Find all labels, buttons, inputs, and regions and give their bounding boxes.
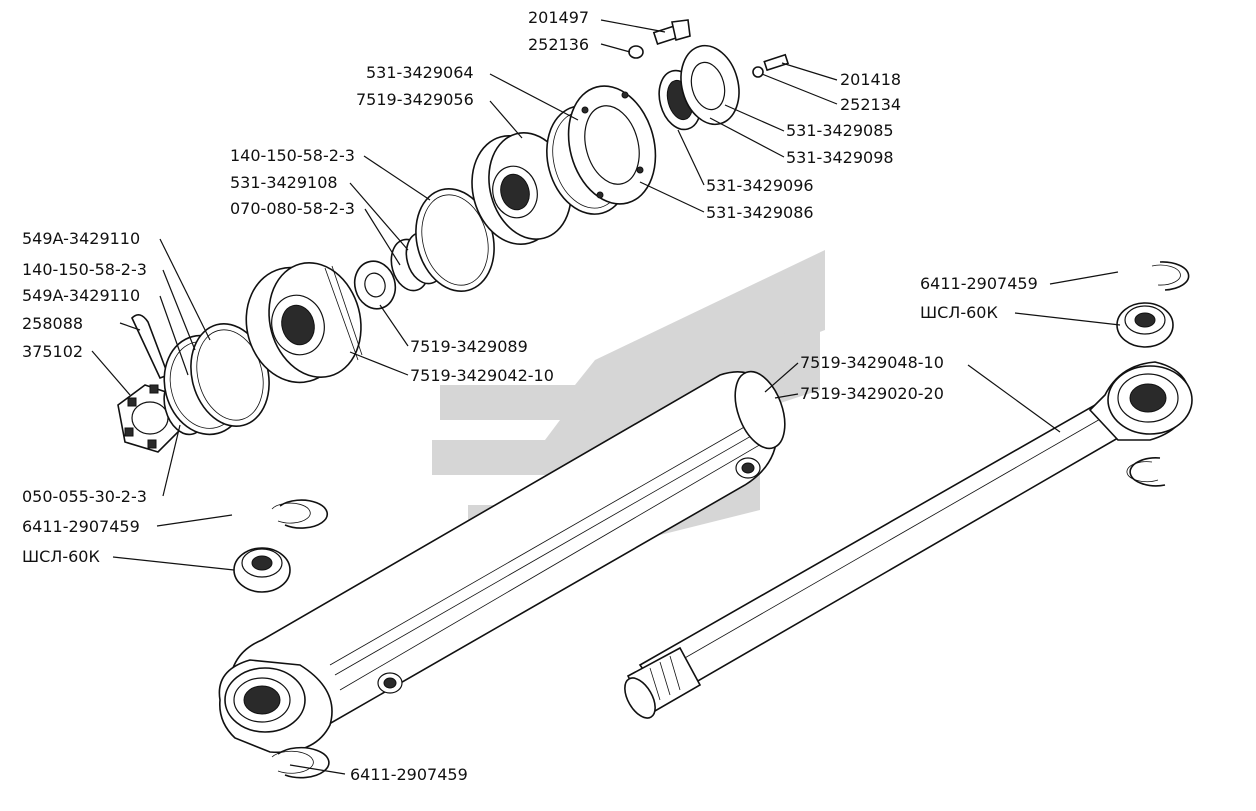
snap-ring-right-top	[1151, 261, 1190, 291]
label-252136: 252136	[528, 35, 589, 54]
spacer-washer	[353, 260, 397, 310]
label-7519-3429056: 7519-3429056	[356, 90, 474, 109]
piston-rod	[624, 403, 1120, 719]
label-531-3429086: 531-3429086	[706, 203, 814, 222]
label-6411-2907459-bottom: 6411-2907459	[350, 765, 468, 784]
leader-lines	[91, 19, 1121, 775]
cotter-pin	[131, 314, 170, 380]
washer-large	[628, 45, 644, 59]
label-6411-2907459-left: 6411-2907459	[22, 517, 140, 536]
label-201497: 201497	[528, 8, 589, 27]
snap-ring-left	[271, 499, 329, 529]
label-375102: 375102	[22, 342, 83, 361]
label-shsl-60k-left: ШСЛ-60К	[22, 547, 100, 566]
bolt-large	[652, 19, 691, 46]
label-7519-3429042-10: 7519-3429042-10	[410, 366, 554, 385]
bolt-small	[763, 53, 790, 72]
label-549a-3429110-b: 549A-3429110	[22, 286, 140, 305]
ball-joint-left	[233, 547, 291, 593]
label-258088: 258088	[22, 314, 83, 333]
ball-joint-right	[1116, 302, 1174, 348]
rod-eye	[1088, 361, 1193, 441]
label-6411-2907459-right: 6411-2907459	[920, 274, 1038, 293]
label-7519-3429020-20: 7519-3429020-20	[800, 384, 944, 403]
label-549a-3429110-a: 549A-3429110	[22, 229, 140, 248]
label-140-150-58-2-3-a: 140-150-58-2-3	[230, 146, 355, 165]
snap-ring-right-bottom	[1126, 457, 1166, 487]
label-7519-3429048-10: 7519-3429048-10	[800, 353, 944, 372]
label-252134: 252134	[840, 95, 901, 114]
label-531-3429064: 531-3429064	[366, 63, 474, 82]
label-531-3429098: 531-3429098	[786, 148, 894, 167]
label-140-150-58-2-3-b: 140-150-58-2-3	[22, 260, 147, 279]
label-531-3429096: 531-3429096	[706, 176, 814, 195]
snap-ring-bottom	[271, 746, 330, 779]
large-o-ring	[415, 188, 495, 292]
label-531-3429108: 531-3429108	[230, 173, 338, 192]
label-050-055-30-2-3: 050-055-30-2-3	[22, 487, 147, 506]
piston	[245, 261, 363, 384]
end-flange	[567, 85, 657, 205]
cylinder-eye	[218, 659, 333, 754]
cover-plate	[680, 44, 740, 126]
washer-small	[752, 66, 764, 78]
label-531-3429085: 531-3429085	[786, 121, 894, 140]
label-201418: 201418	[840, 70, 901, 89]
label-shsl-60k-right: ШСЛ-60К	[920, 303, 998, 322]
label-070-080-58-2-3: 070-080-58-2-3	[230, 199, 355, 218]
part-labels: 201497 252136 531-3429064 7519-3429056 2…	[22, 8, 1038, 784]
label-7519-3429089: 7519-3429089	[410, 337, 528, 356]
